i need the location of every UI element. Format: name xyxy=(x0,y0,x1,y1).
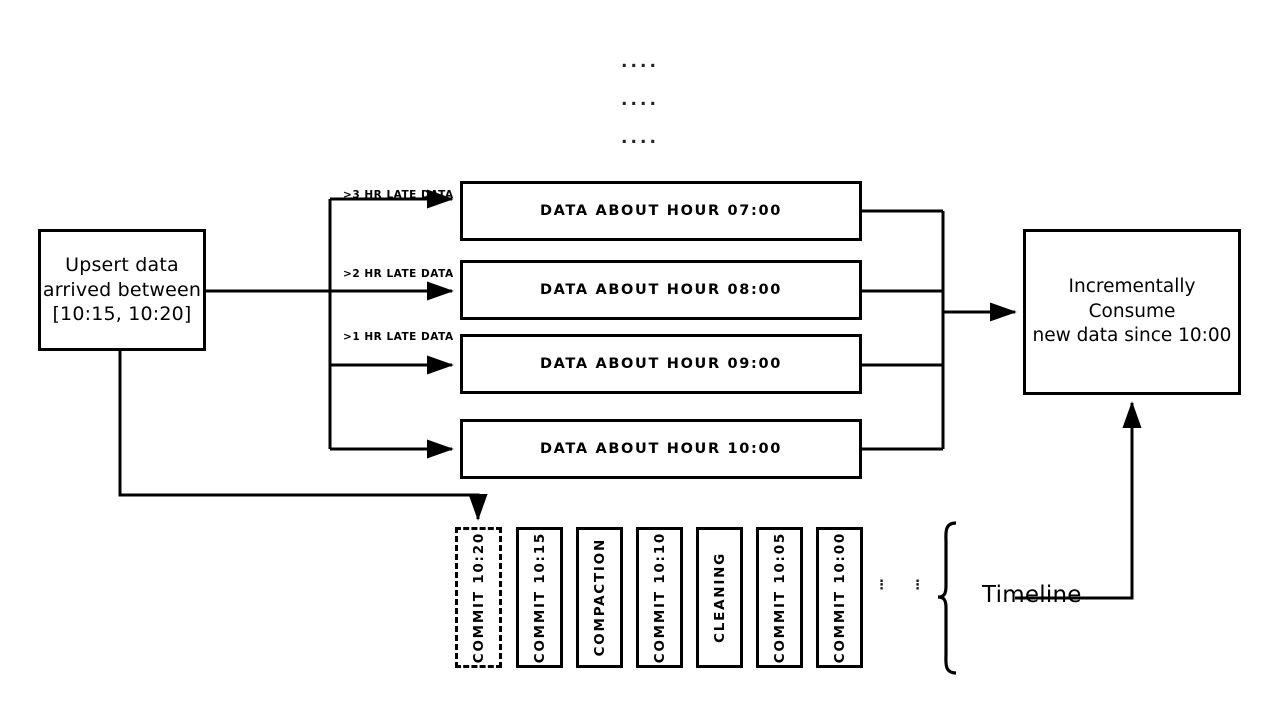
hour-box-07[interactable]: DATA ABOUT HOUR 07:00 xyxy=(460,181,862,241)
hour-box-09[interactable]: DATA ABOUT HOUR 09:00 xyxy=(460,334,862,394)
commit-box-10-00[interactable]: COMMIT 10:00 xyxy=(816,527,863,668)
upsert-source-box[interactable]: Upsert data arrived between [10:15, 10:2… xyxy=(38,229,206,351)
commit-box-10-20-label: COMMIT 10:20 xyxy=(470,531,487,664)
timeline-caption: Timeline xyxy=(982,582,1082,608)
incremental-consume-box[interactable]: Incrementally Consume new data since 10:… xyxy=(1023,229,1241,395)
hour-box-10[interactable]: DATA ABOUT HOUR 10:00 xyxy=(460,419,862,479)
commit-box-compaction-label: COMPACTION xyxy=(591,538,608,657)
upsert-source-text: Upsert data arrived between [10:15, 10:2… xyxy=(43,253,201,327)
commit-box-10-05-label: COMMIT 10:05 xyxy=(771,531,788,664)
edge-source-to-commit xyxy=(118,351,488,521)
timeline-brace xyxy=(937,521,957,675)
top-ellipsis-row-2: .... xyxy=(620,90,660,110)
edge-label-1hr-late: >1 HR LATE DATA xyxy=(343,331,454,343)
commit-box-cleaning[interactable]: CLEANING xyxy=(696,527,743,668)
commit-box-10-10-label: COMMIT 10:10 xyxy=(651,531,668,664)
upsert-line-2: arrived between xyxy=(42,278,202,301)
hour-box-07-label: DATA ABOUT HOUR 07:00 xyxy=(539,203,783,219)
commit-box-compaction[interactable]: COMPACTION xyxy=(576,527,623,668)
top-ellipsis-row-1: .... xyxy=(620,52,660,72)
commit-box-10-15-label: COMMIT 10:15 xyxy=(531,531,548,664)
edge-label-2hr-late: >2 HR LATE DATA xyxy=(343,268,454,280)
commit-box-10-10[interactable]: COMMIT 10:10 xyxy=(636,527,683,668)
upsert-line-1: Upsert data xyxy=(65,253,179,276)
hour-box-08[interactable]: DATA ABOUT HOUR 08:00 xyxy=(460,260,862,320)
commit-box-cleaning-label: CLEANING xyxy=(711,552,728,643)
commit-box-10-05[interactable]: COMMIT 10:05 xyxy=(756,527,803,668)
commit-box-10-00-label: COMMIT 10:00 xyxy=(831,531,848,664)
edge-timeline-to-consume xyxy=(1015,401,1142,600)
hour-box-08-label: DATA ABOUT HOUR 08:00 xyxy=(539,282,783,298)
timeline-vertical-ellipsis-1: ⋮ xyxy=(875,578,888,593)
edge-label-3hr-late: >3 HR LATE DATA xyxy=(343,189,454,201)
consume-line-2: new data since 10:00 xyxy=(1032,325,1232,347)
hour-box-09-label: DATA ABOUT HOUR 09:00 xyxy=(539,356,783,372)
top-ellipsis-row-3: .... xyxy=(620,128,660,148)
timeline-vertical-ellipsis-2: ⋮ xyxy=(911,578,924,593)
incremental-consume-text: Incrementally Consume new data since 10:… xyxy=(1026,275,1238,350)
consume-line-1: Incrementally Consume xyxy=(1068,275,1196,322)
upsert-line-3: [10:15, 10:20] xyxy=(52,303,192,326)
hour-box-10-label: DATA ABOUT HOUR 10:00 xyxy=(539,441,783,457)
commit-box-10-15[interactable]: COMMIT 10:15 xyxy=(516,527,563,668)
commit-box-10-20[interactable]: COMMIT 10:20 xyxy=(455,527,502,668)
